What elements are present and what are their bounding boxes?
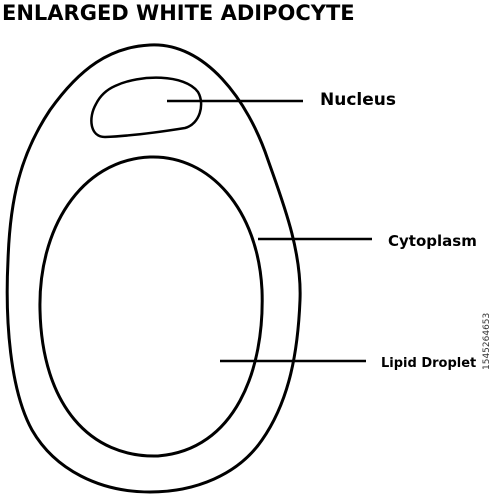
cell-membrane	[5, 43, 302, 494]
cytoplasm-label: Cytoplasm	[388, 232, 477, 250]
nucleus-shape	[90, 76, 203, 139]
nucleus-label: Nucleus	[320, 90, 396, 110]
lipid-droplet-shape	[38, 155, 264, 458]
image-credit-id: 1545264653	[482, 312, 492, 370]
diagram-title: ENLARGED WHITE ADIPOCYTE	[2, 1, 355, 25]
lipid-droplet-label: Lipid Droplet	[381, 356, 477, 371]
